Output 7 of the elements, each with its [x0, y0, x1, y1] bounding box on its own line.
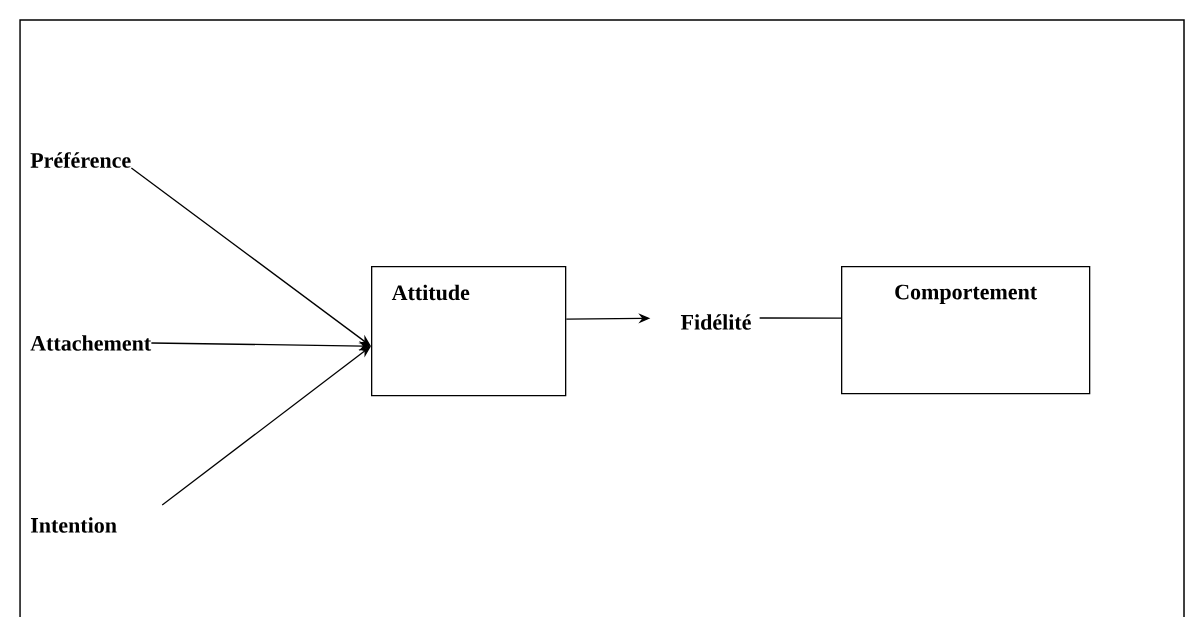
concept-box: Attitude — [371, 266, 567, 397]
factor-label: Attachement — [30, 335, 152, 351]
factor-label: Préférence — [30, 152, 131, 168]
arrow — [161, 346, 371, 506]
concept-box: Comportement — [841, 266, 1091, 395]
factor-label: Intention — [30, 517, 117, 533]
factor-label: Fidélité — [680, 314, 751, 330]
